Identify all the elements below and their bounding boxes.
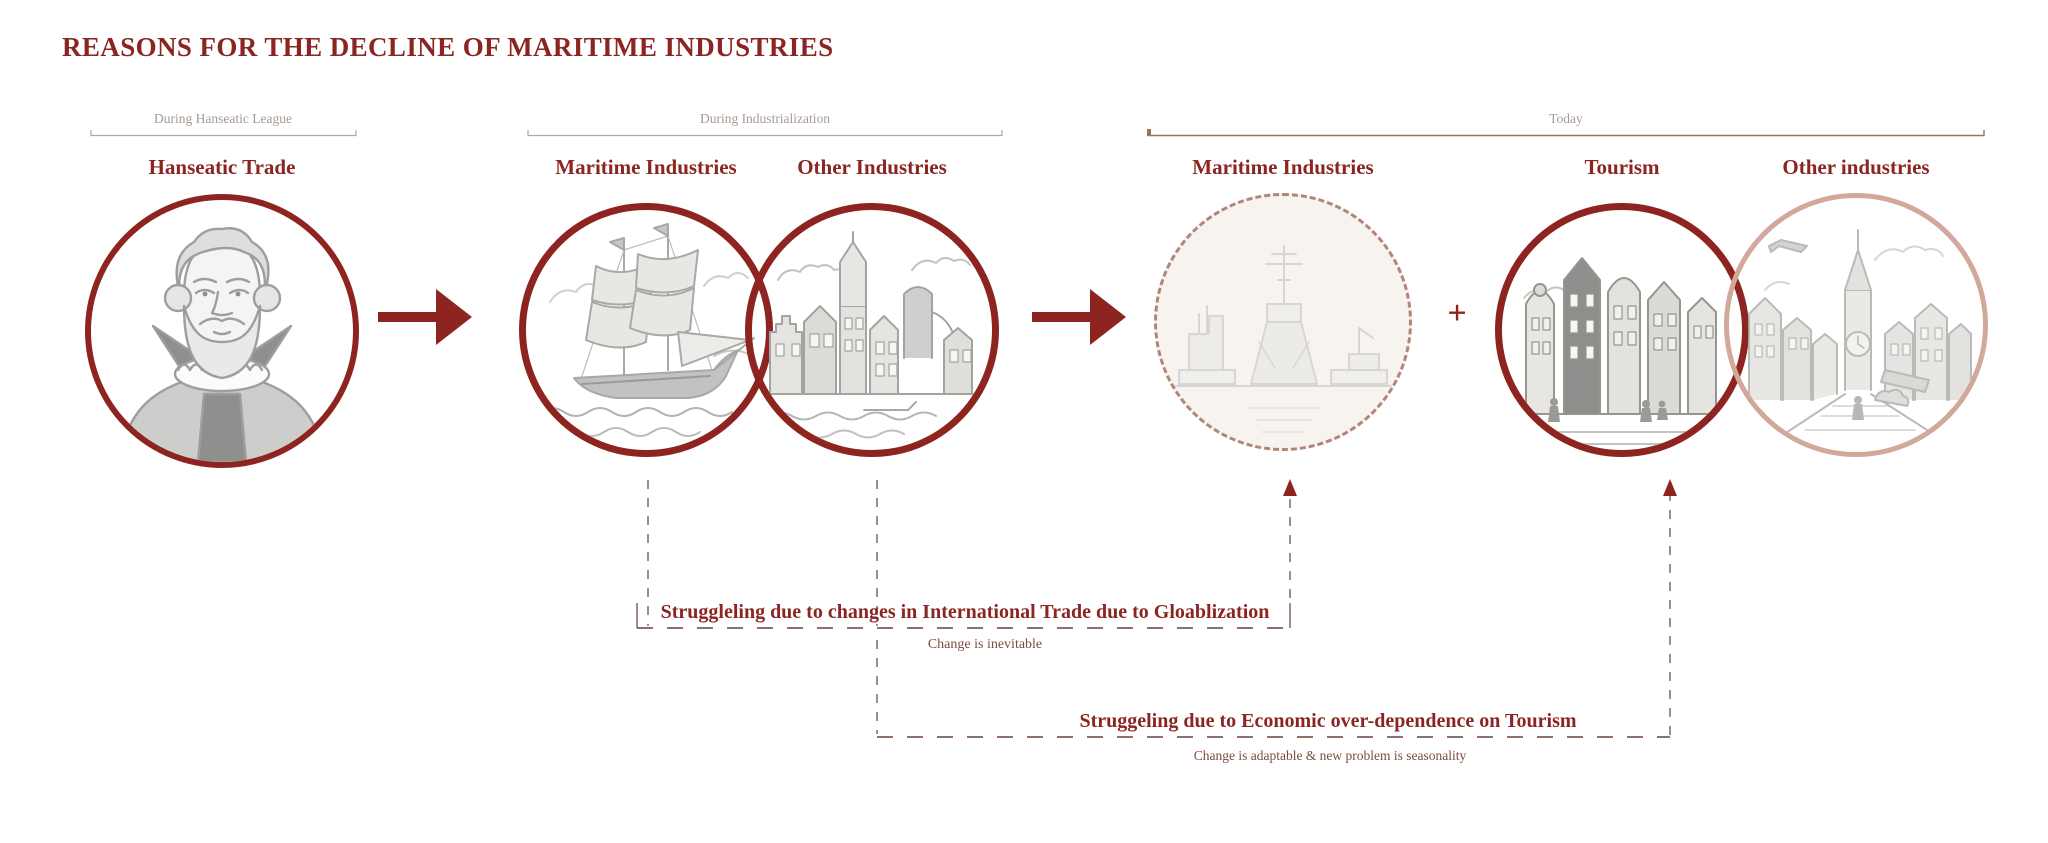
node-label-other-today: Other industries: [1782, 155, 1930, 179]
circle-tourism-today: [1495, 203, 1749, 457]
annotation-globalization-subtext: Change is inevitable: [927, 637, 1043, 652]
page-title: REASONS FOR THE DECLINE OF MARITIME INDU…: [62, 32, 834, 62]
era-bracket-line-today: [1147, 129, 1985, 137]
flow-arrow-icon: [1032, 289, 1126, 345]
hanseatic-merchant-portrait-icon: [117, 227, 327, 462]
node-label-maritime-today: Maritime Industries: [1192, 155, 1374, 179]
era-bracket-line-hanseatic: [90, 130, 357, 137]
era-bracket-line-industrialization: [527, 130, 1003, 137]
flow-arrow-icon: [378, 289, 472, 345]
node-label-other-industrialization: Other Industries: [797, 155, 947, 179]
circle-hanseatic-trade: [85, 194, 359, 468]
era-label-today: Today: [1549, 111, 1583, 126]
node-label-tourism-today: Tourism: [1584, 155, 1660, 179]
annotation-tourism-subtext: Change is adaptable & new problem is sea…: [1193, 748, 1467, 763]
up-arrowhead-icon: [1663, 479, 1677, 496]
modern-cargo-harbor-icon: [1172, 245, 1394, 433]
era-label-hanseatic-league: During Hanseatic League: [154, 111, 292, 126]
era-label-industrialization: During Industrialization: [699, 111, 831, 126]
town-clock-tower-icon: [1748, 229, 1972, 449]
annotation-globalization-text: Struggleling due to changes in Internati…: [660, 601, 1270, 623]
circle-other-industrialization: [745, 203, 999, 457]
node-label-maritime-industrialization: Maritime Industries: [555, 155, 737, 179]
circle-other-today: [1724, 193, 1988, 457]
plus-sign: +: [1447, 295, 1467, 332]
circle-maritime-industrialization: [519, 203, 773, 457]
node-label-hanseatic-trade: Hanseatic Trade: [148, 155, 296, 179]
industrial-harbor-town-icon: [763, 231, 983, 439]
up-arrowhead-icon: [1283, 479, 1297, 496]
old-town-street-icon: [1517, 257, 1729, 445]
annotation-tourism-text: Struggeling due to Economic over-depende…: [1079, 710, 1577, 732]
circle-maritime-today: [1154, 193, 1412, 451]
sailing-ship-icon: [539, 223, 755, 437]
